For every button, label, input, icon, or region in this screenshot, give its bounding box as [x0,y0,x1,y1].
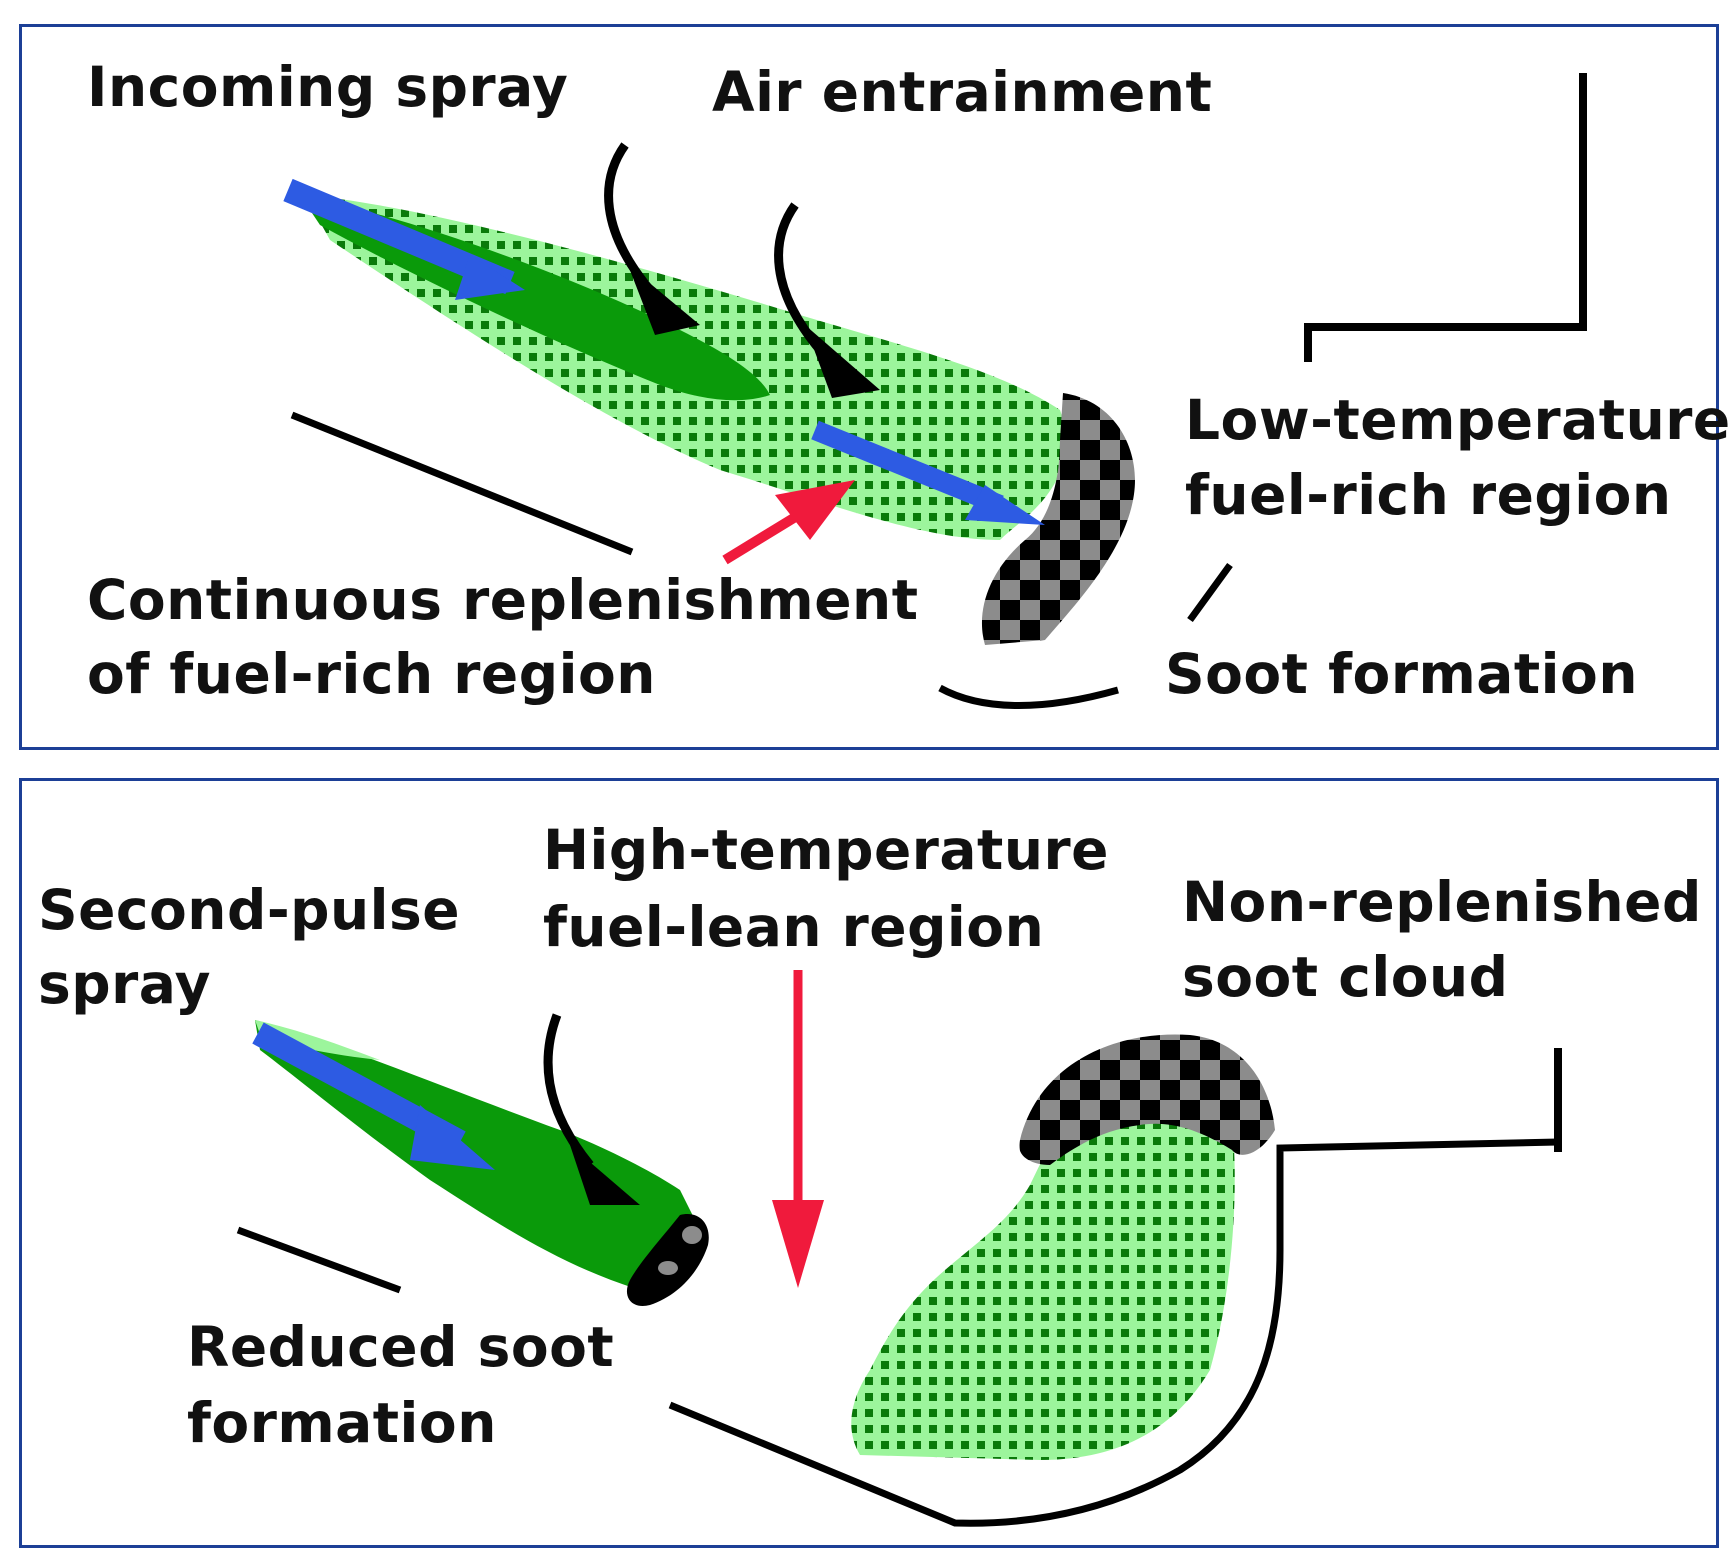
top-bowl-line [1304,73,1587,362]
bottom-small-soot-gray [682,1226,702,1244]
top-wall-bottom [938,684,1119,709]
top-red-arrowhead [775,480,855,540]
top-blue-arrow-lower [811,420,1004,515]
top-wall-left [290,411,634,556]
top-blue-arrowhead-upper [455,255,525,300]
label-second-pulse-line1: Second-pulse [38,878,461,942]
bottom-soot-cloud-cap [1019,1034,1275,1165]
label-replenish-line2: of fuel-rich region [87,642,656,706]
top-air-arrow-1-head [628,265,700,335]
label-incoming-spray: Incoming spray [87,55,569,119]
top-soot-pointer [1187,562,1233,623]
top-blue-arrowhead-lower [965,485,1045,525]
label-reduced-line1: Reduced soot [187,1315,615,1379]
label-replenish-line1: Continuous replenishment [87,568,919,632]
bottom-red-arrowhead [772,1200,824,1288]
bottom-blue-arrowhead [410,1105,495,1170]
top-air-arrow-2-head [805,325,880,398]
bottom-air-arrow-head [570,1145,640,1205]
label-high-temp-line2: fuel-lean region [543,895,1045,959]
bottom-bowl-line [668,1138,1559,1527]
bottom-small-soot-gray-2 [658,1261,678,1275]
label-low-temp-line1: Low-temperature [1185,388,1731,452]
label-low-temp-line2: fuel-rich region [1185,463,1672,527]
bottom-air-arrow [543,1013,594,1168]
label-non-replenished-line1: Non-replenished [1182,870,1702,934]
top-soot-region [981,393,1135,645]
label-air-entrainment: Air entrainment [712,60,1213,124]
bottom-wall-left [236,1226,402,1294]
label-reduced-line2: formation [187,1391,497,1455]
bottom-spray-edge [255,1020,380,1060]
label-high-temp-line1: High-temperature [543,818,1109,882]
label-soot-formation: Soot formation [1165,642,1638,706]
label-non-replenished-line2: soot cloud [1182,945,1509,1009]
bottom-soot-cloud-body [851,1116,1235,1460]
label-second-pulse-line2: spray [38,952,212,1016]
top-air-arrow-2 [774,202,824,353]
top-air-arrow-1 [604,142,654,293]
